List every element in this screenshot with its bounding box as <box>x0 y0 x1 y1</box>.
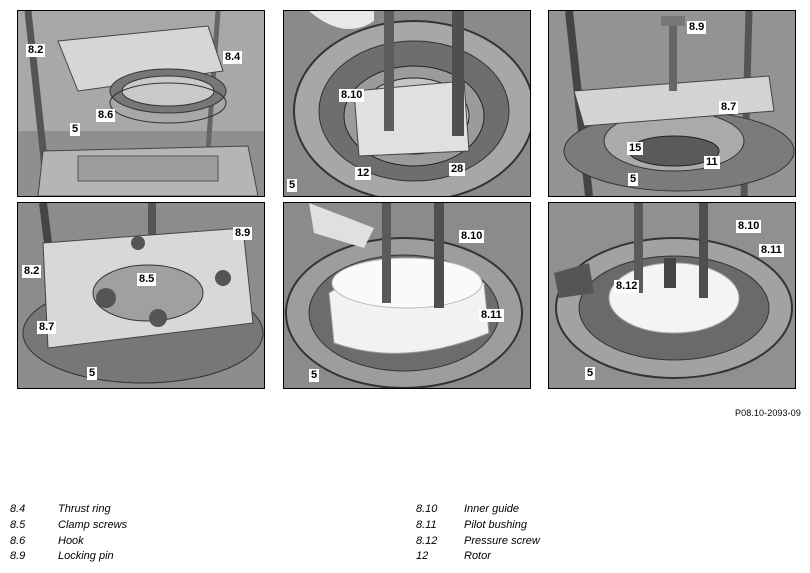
photo-5-illustration <box>284 203 530 388</box>
photo-1-illustration <box>18 11 264 196</box>
photo-panel-5: 8.10 8.11 5 <box>283 202 531 389</box>
legend-number: 8.12 <box>416 535 438 547</box>
callout-8-2: 8.2 <box>22 265 42 278</box>
legend-label: Pressure screw <box>464 535 540 547</box>
callout-5: 5 <box>628 173 639 186</box>
callout-8-9: 8.9 <box>687 21 707 34</box>
legend-label: Clamp screws <box>58 519 128 531</box>
callout-8-10: 8.10 <box>459 230 485 243</box>
photo-2-illustration <box>284 11 530 196</box>
legend-label: Pilot bushing <box>464 519 527 531</box>
callout-8-4: 8.4 <box>223 51 243 64</box>
callout-8-9: 8.9 <box>233 227 253 240</box>
callout-8-5: 8.5 <box>137 273 157 286</box>
callout-5: 5 <box>287 179 298 192</box>
photo-panel-2: 8.10 12 28 5 <box>283 10 531 197</box>
photo-panel-1: 8.2 8.4 8.6 5 <box>17 10 265 197</box>
photo-6-illustration <box>549 203 795 388</box>
legend-number: 8.11 <box>416 519 437 531</box>
callout-8-7: 8.7 <box>37 321 57 334</box>
callout-5: 5 <box>309 369 320 382</box>
callout-8-11: 8.11 <box>479 309 504 322</box>
legend-label: Rotor <box>464 550 491 562</box>
callout-8-6: 8.6 <box>96 109 116 122</box>
callout-5: 5 <box>585 367 596 380</box>
photo-panel-6: 8.10 8.11 8.12 5 <box>548 202 796 389</box>
callout-12: 12 <box>355 167 372 180</box>
legend-label: Locking pin <box>58 550 114 562</box>
callout-15: 15 <box>627 142 644 155</box>
legend-number: 8.4 <box>10 503 26 515</box>
legend-label: Hook <box>58 535 84 547</box>
callout-5: 5 <box>70 123 81 136</box>
callout-8-12: 8.12 <box>614 280 640 293</box>
photo-panel-3: 8.9 8.7 15 11 5 <box>548 10 796 197</box>
callout-8-11: 8.11 <box>759 244 784 257</box>
legend-number: 8.5 <box>10 519 26 531</box>
legend-label: Inner guide <box>464 503 520 515</box>
legend-number: 12 <box>416 550 429 562</box>
photo-3-illustration <box>549 11 795 196</box>
callout-11: 11 <box>704 156 720 169</box>
callout-8-10: 8.10 <box>736 220 762 233</box>
callout-5: 5 <box>87 367 98 380</box>
callout-8-7: 8.7 <box>719 101 739 114</box>
legend-label: Thrust ring <box>58 503 111 515</box>
figure-id: P08.10-2093-09 <box>735 408 801 418</box>
photo-4-illustration <box>18 203 264 388</box>
photo-panel-4: 8.9 8.2 8.5 8.7 5 <box>17 202 265 389</box>
callout-8-10: 8.10 <box>339 89 365 102</box>
legend-number: 8.10 <box>416 503 438 515</box>
callout-28: 28 <box>449 163 466 176</box>
callout-8-2: 8.2 <box>26 44 46 57</box>
legend-number: 8.9 <box>10 550 26 562</box>
legend-number: 8.6 <box>10 535 26 547</box>
